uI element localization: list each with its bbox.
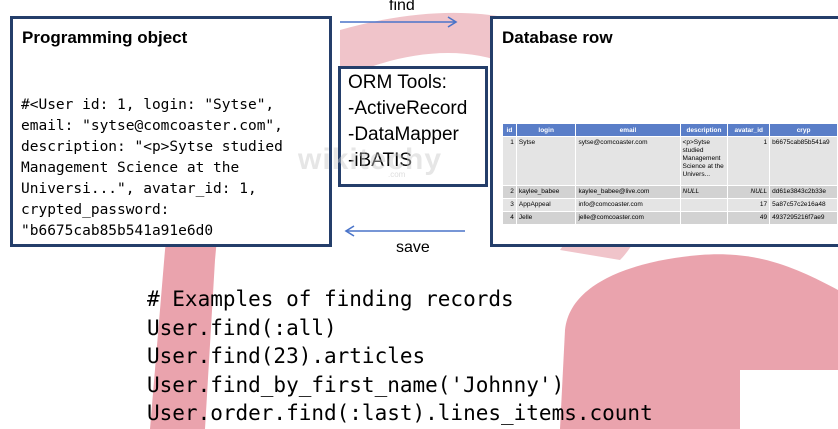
table-cell: NULL (727, 185, 771, 199)
object-inspect-text: #<User id: 1, login: "Sytse", email: "sy… (21, 95, 283, 242)
column-header[interactable]: login (515, 123, 577, 137)
table-cell: NULL (679, 185, 729, 199)
table-cell: dd61e3843c2b33e (769, 185, 838, 199)
object-line: #<User id: 1, login: "Sytse", (21, 97, 275, 113)
column-header[interactable]: email (575, 123, 681, 137)
column-header[interactable]: avatar_id (727, 123, 771, 137)
object-line: Management Science at the (21, 160, 240, 176)
code-comment: # Examples of finding records (147, 287, 514, 311)
table-cell: jelle@comcoaster.com (575, 211, 681, 225)
table-cell: 4 (502, 211, 517, 225)
watermark-suffix: .com (388, 170, 406, 179)
table-row: 2 kaylee_babee kaylee_babee@live.com NUL… (502, 185, 838, 199)
table-row: 4 Jelle jelle@comcoaster.com 49 49372952… (502, 211, 838, 225)
table-cell: 1 (727, 136, 771, 186)
table-cell: 2 (502, 185, 517, 199)
orm-tools-panel: ORM Tools: -ActiveRecord -DataMapper -iB… (338, 66, 488, 187)
table-cell: AppAppeal (515, 198, 577, 212)
code-line: User.find(:all) (147, 315, 337, 340)
column-header[interactable]: description (679, 123, 729, 137)
table-cell: info@comcoaster.com (575, 198, 681, 212)
orm-item: -iBATIS (348, 150, 413, 171)
code-line: User.find_by_first_name('Johnny') (147, 372, 565, 397)
find-arrow (340, 16, 458, 28)
object-line: Universi...", avatar_id: 1, (21, 181, 257, 197)
table-cell (679, 198, 729, 212)
table-cell: sytse@comcoaster.com (575, 136, 681, 186)
table-row: 3 AppAppeal info@comcoaster.com 17 5a87c… (502, 198, 838, 212)
object-line: "b6675cab85b541a91e6d0 (21, 223, 214, 239)
orm-item: -ActiveRecord (348, 98, 468, 119)
code-line: User.order.find(:last).lines_items.count (147, 401, 653, 425)
find-label: find (389, 0, 415, 14)
table-cell (679, 211, 729, 225)
code-examples: # Examples of finding records User.find(… (147, 285, 653, 428)
object-line: description: "<p>Sytse studied (21, 139, 283, 155)
table-cell: 3 (502, 198, 517, 212)
table-cell: Sytse (515, 136, 577, 186)
table-cell: kaylee_babee (515, 185, 577, 199)
object-line: crypted_password: (21, 202, 170, 218)
column-header[interactable]: id (502, 123, 517, 137)
table-cell: 1 (502, 136, 517, 186)
code-line: User.find(23).articles (147, 344, 426, 368)
programming-object-panel: Programming object #<User id: 1, login: … (10, 16, 332, 247)
table-cell: 4937295216f7ae9 (769, 211, 838, 225)
table-cell: 17 (727, 198, 771, 212)
save-arrow (344, 225, 465, 237)
table-cell: b6675cab85b541a9 (769, 136, 838, 186)
table-cell: 5a87c57c2e16a48 (769, 198, 838, 212)
table-cell: 49 (727, 211, 771, 225)
table-row: 1 Sytse sytse@comcoaster.com <p>Sytse st… (502, 136, 838, 186)
column-header[interactable]: cryp (769, 123, 838, 137)
table-cell: <p>Sytse studied Management Science at t… (679, 136, 729, 186)
orm-item: -DataMapper (348, 124, 459, 145)
database-table: id login email description avatar_id cry… (502, 123, 838, 225)
table-cell: Jelle (515, 211, 577, 225)
table-cell: kaylee_babee@live.com (575, 185, 681, 199)
table-header-row: id login email description avatar_id cry… (502, 123, 838, 137)
panel-title: Database row (502, 28, 613, 47)
orm-heading: ORM Tools: (348, 72, 447, 93)
panel-title: Programming object (22, 28, 188, 47)
object-line: email: "sytse@comcoaster.com", (21, 118, 283, 134)
save-label: save (396, 239, 430, 256)
watermark-logo: wikitechy (298, 143, 443, 176)
